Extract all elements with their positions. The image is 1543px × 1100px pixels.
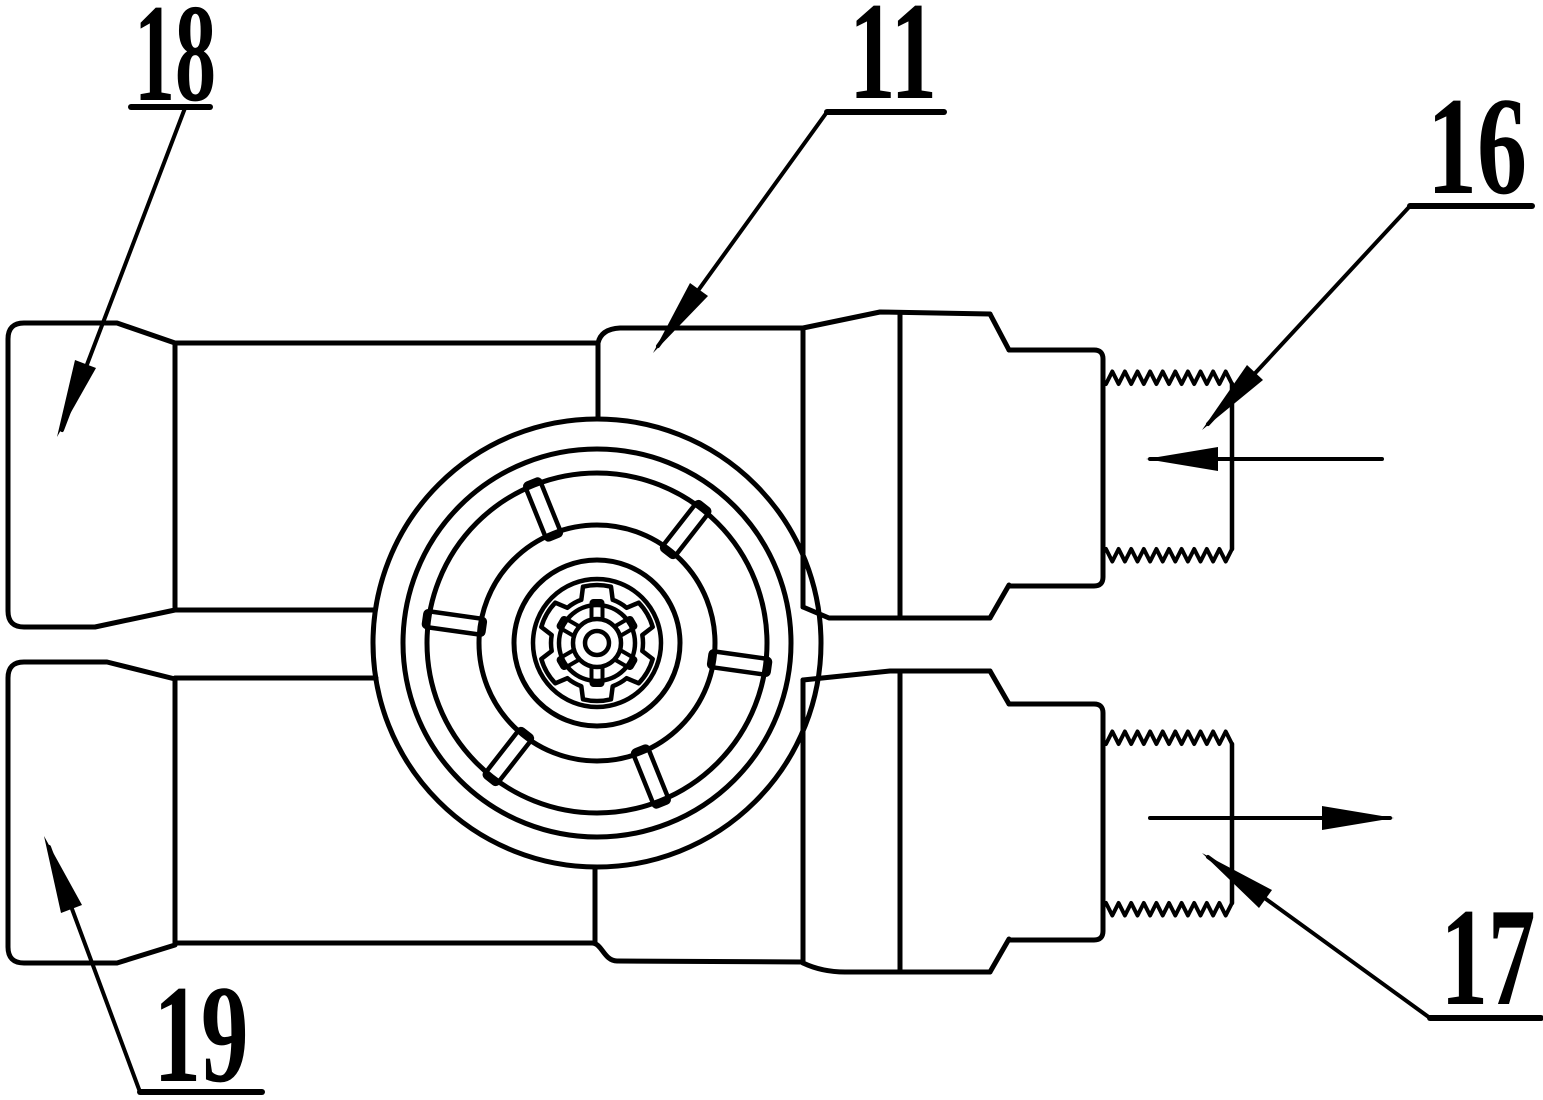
dial-spoke [706,649,773,677]
leader-arrowhead-icon [44,836,82,913]
upper-port-nipple [1006,347,1106,589]
dial-ring [400,446,794,840]
dial-ring [530,576,664,710]
hub-ring [556,602,638,684]
central-dial [370,416,824,870]
upper-port-flow-arrow [1146,447,1384,471]
lower-cylinder-body [172,675,806,965]
lower-port-collar [800,668,1012,975]
lower-port-threads [1104,729,1235,918]
ref-numeral-16: 16 [1427,69,1527,224]
upper-port-threads [1104,369,1235,564]
leader-19 [44,836,142,1094]
dial-spoke [482,726,535,787]
upper-left-end-cap [5,320,178,630]
dial-ring [424,470,770,816]
leader-arrowhead-icon [57,360,96,437]
dial-ring-outer [370,416,824,870]
arrowhead-right-icon [1322,806,1394,830]
dial-spoke [523,477,564,542]
dial-spoke [659,499,712,560]
leader-11 [653,110,829,353]
upper-cylinder-body [172,325,806,613]
dial-ring [476,522,718,764]
lower-port-flow-arrow [1148,806,1394,830]
dial-ring [511,557,683,729]
leader-arrowhead-icon [1202,853,1272,908]
leader-arrowhead-icon [1202,365,1263,430]
leader-18 [57,106,187,437]
ref-numeral-17: 17 [1441,880,1536,1035]
leader-arrowhead-icon [653,283,708,353]
dial-spoke [630,744,671,809]
arrowhead-left-icon [1146,447,1218,471]
ref-numeral-11: 11 [849,0,937,129]
lower-left-end-cap [5,659,178,966]
lower-port-nipple [1006,701,1106,943]
center-bore [582,628,612,658]
hub-collar [570,616,624,670]
ref-numeral-19: 19 [154,957,249,1100]
leader-17 [1202,853,1432,1020]
ref-numeral-18: 18 [134,0,216,131]
dial-spokes [421,477,773,809]
dial-spoke [421,609,488,637]
upper-port-collar [800,309,1012,621]
leader-16 [1202,204,1412,430]
